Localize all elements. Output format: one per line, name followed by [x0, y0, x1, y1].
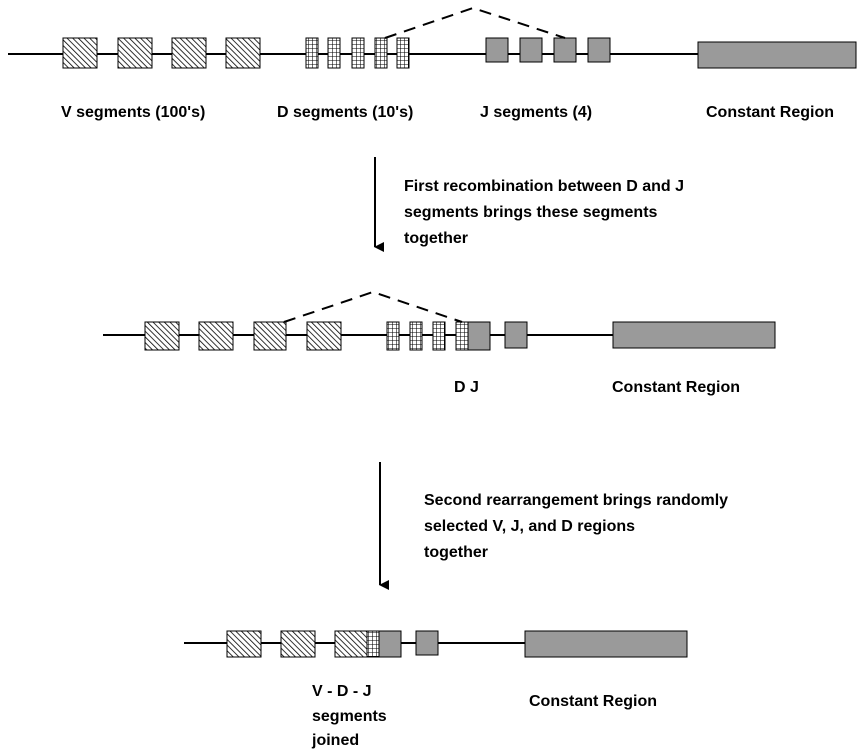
- constant-region: [524, 630, 688, 658]
- germline-row: V segments (100's) D segments (10's) J s…: [8, 6, 857, 121]
- v-segment: [253, 321, 287, 351]
- j-segments-label: J segments (4): [480, 104, 592, 121]
- v-segment: [198, 321, 234, 351]
- v-segments-label: V segments (100's): [61, 104, 205, 121]
- d-segment: [374, 37, 388, 69]
- v-segment: [144, 321, 180, 351]
- j-segment-joined: [378, 630, 402, 658]
- dj-row: D J Constant Region: [103, 290, 776, 396]
- j-segment: [519, 37, 543, 63]
- j-segment-joined: [467, 321, 491, 351]
- recombination-loop: [384, 6, 566, 39]
- constant-region-label: Constant Region: [529, 693, 657, 710]
- step2-caption-line2: selected V, J, and D regions: [424, 518, 635, 535]
- d-segment-joined: [455, 321, 469, 351]
- d-segment: [305, 37, 319, 69]
- step2-caption-line1: Second rearrangement brings randomly: [424, 492, 728, 509]
- constant-region: [612, 321, 776, 349]
- v-segment: [117, 37, 153, 69]
- constant-region: [697, 41, 857, 69]
- d-segment-joined: [366, 630, 380, 658]
- vdj-row: V - D - J segments joined Constant Regio…: [184, 630, 688, 749]
- j-segment: [504, 321, 528, 349]
- j-segment: [587, 37, 611, 63]
- d-segment: [432, 321, 446, 351]
- constant-region-label: Constant Region: [612, 379, 740, 396]
- v-segment-joined: [334, 630, 368, 658]
- vdj-label-line2: segments: [312, 708, 387, 725]
- v-segment: [280, 630, 316, 658]
- d-segment: [386, 321, 400, 351]
- constant-region-label: Constant Region: [706, 104, 834, 121]
- v-segment: [306, 321, 342, 351]
- v-segment: [171, 37, 207, 69]
- d-segment: [409, 321, 423, 351]
- v-segment: [226, 630, 262, 658]
- v-segment: [62, 37, 98, 69]
- recombination-loop: [283, 290, 463, 323]
- step1-caption-line1: First recombination between D and J: [404, 178, 684, 195]
- step2-caption-line3: together: [424, 544, 488, 561]
- j-segment: [415, 630, 439, 656]
- j-segment: [553, 37, 577, 63]
- step1-caption-line2: segments brings these segments: [404, 204, 658, 221]
- d-segment: [396, 37, 410, 69]
- vdj-label-line3: joined: [311, 732, 359, 749]
- step1-caption-line3: together: [404, 230, 468, 247]
- v-segment: [225, 37, 261, 69]
- j-segment: [485, 37, 509, 63]
- d-segments-label: D segments (10's): [277, 104, 413, 121]
- d-segment: [327, 37, 341, 69]
- d-segment: [351, 37, 365, 69]
- dj-label: D J: [454, 379, 479, 396]
- vdj-label-line1: V - D - J: [312, 683, 372, 700]
